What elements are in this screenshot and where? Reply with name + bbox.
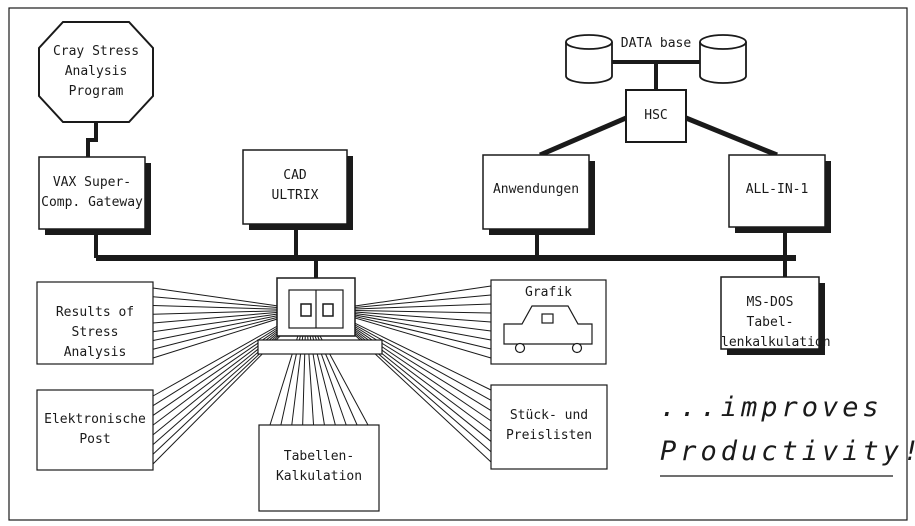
outer-frame <box>8 7 908 521</box>
post-box <box>36 389 154 471</box>
results-box <box>36 281 154 365</box>
hsc-label: HSC <box>644 108 668 123</box>
vax-label: VAX Super- Comp. Gateway <box>41 175 143 210</box>
cad-label: CAD ULTRIX <box>271 168 319 203</box>
slogan-line-1: ...improves <box>660 392 883 423</box>
tabellen-box <box>258 424 380 512</box>
msdos-box <box>720 276 820 350</box>
allin1-box <box>728 154 826 228</box>
vax-box <box>38 156 146 230</box>
workstation-window-right <box>322 303 334 317</box>
grafik-label: Grafik <box>525 285 572 300</box>
results-label: Results of Stress Analysis <box>55 305 135 360</box>
anwendungen-label: Anwendungen <box>492 182 580 197</box>
hsc-allin1-link <box>685 115 778 158</box>
grafik-box <box>490 279 607 365</box>
stueck-label: Stück- und Preislisten <box>505 408 593 443</box>
cray-octagon <box>38 21 154 123</box>
slogan-line-2: Productivity! <box>660 436 915 467</box>
cray-vax-link <box>86 122 98 158</box>
cad-box <box>242 149 348 225</box>
stueck-box <box>490 384 608 470</box>
workstation-keyboard <box>257 339 383 355</box>
cray-label: Cray Stress Analysis Program <box>52 44 140 99</box>
car-icon <box>503 305 593 354</box>
database-cylinder-right <box>699 34 747 84</box>
anwendungen-box <box>482 154 590 230</box>
workstation-window-left <box>300 303 312 317</box>
hsc-box <box>625 89 687 143</box>
msdos-label: MS-DOS Tabel- lenkalkulation <box>721 295 831 350</box>
hsc-anwendungen-link <box>539 115 627 158</box>
post-label: Elektronische Post <box>44 412 146 447</box>
tabellen-label: Tabellen- Kalkulation <box>275 449 363 484</box>
allin1-label: ALL-IN-1 <box>745 182 809 197</box>
database-cylinder-left <box>565 34 613 84</box>
database-label: DATA base <box>620 36 692 51</box>
